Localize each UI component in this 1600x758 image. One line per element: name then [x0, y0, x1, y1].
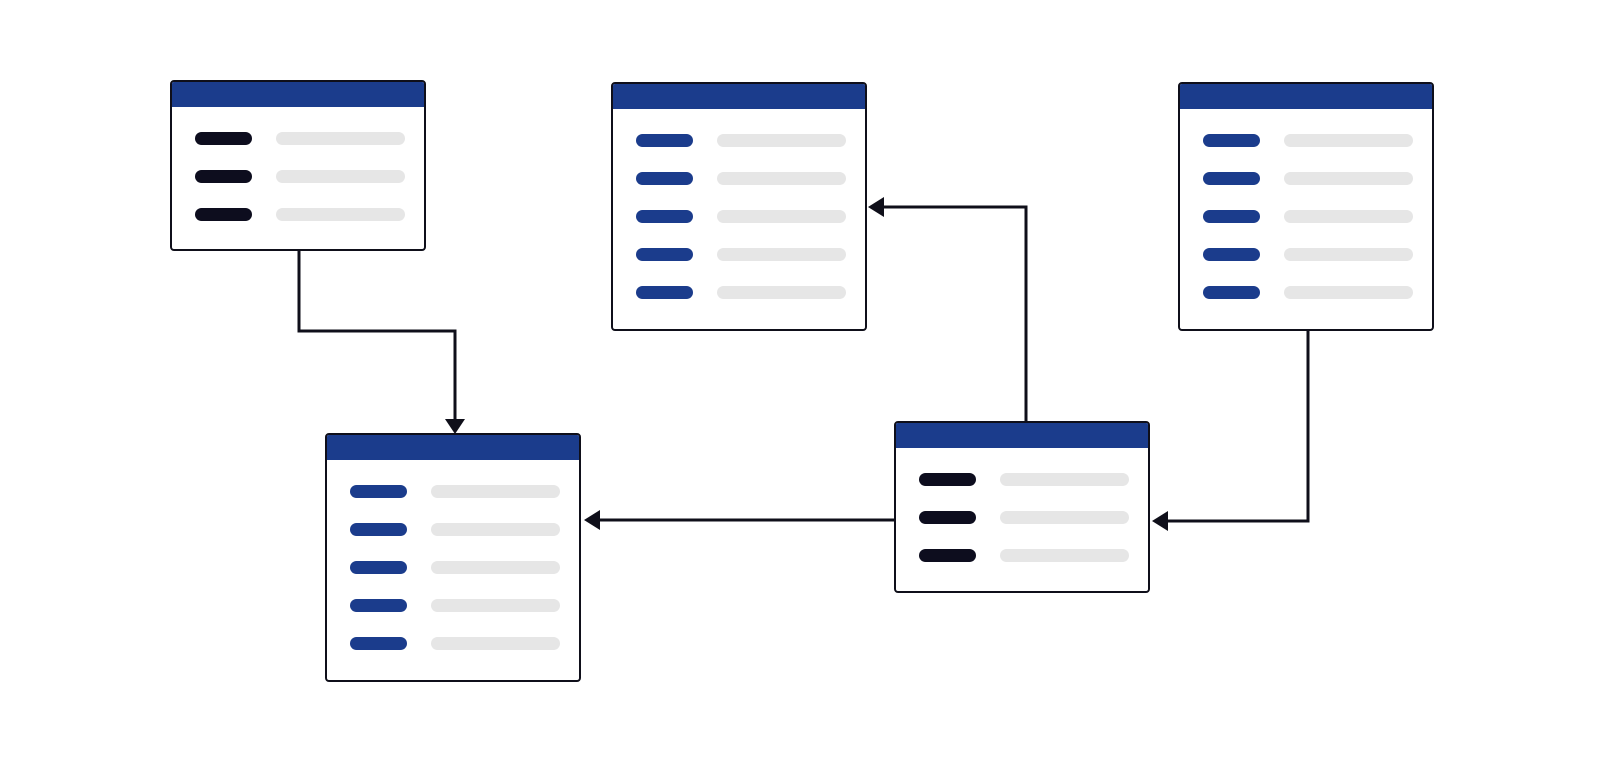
field-key-placeholder: [350, 637, 407, 650]
table-card[interactable]: [611, 82, 867, 331]
table-card[interactable]: [1178, 82, 1434, 331]
table-row: [1203, 134, 1413, 148]
table-row: [1203, 248, 1413, 262]
field-key-placeholder: [919, 473, 976, 486]
field-value-placeholder: [1284, 134, 1413, 147]
field-value-placeholder: [1284, 172, 1413, 185]
field-value-placeholder: [276, 170, 405, 183]
field-value-placeholder: [431, 523, 560, 536]
field-key-placeholder: [195, 170, 252, 183]
field-key-placeholder: [350, 561, 407, 574]
table-row: [195, 208, 405, 222]
arrowhead-icon: [1152, 511, 1168, 531]
field-value-placeholder: [1000, 549, 1129, 562]
field-value-placeholder: [431, 599, 560, 612]
field-key-placeholder: [195, 208, 252, 221]
field-value-placeholder: [1284, 286, 1413, 299]
table-row: [350, 485, 560, 499]
field-key-placeholder: [1203, 210, 1260, 223]
table-row: [1203, 286, 1413, 300]
arrowhead-icon: [445, 419, 465, 434]
table-card[interactable]: [170, 80, 426, 251]
table-card[interactable]: [894, 421, 1150, 593]
field-value-placeholder: [1284, 248, 1413, 261]
table-header: [172, 82, 424, 107]
table-header: [896, 423, 1148, 448]
field-value-placeholder: [717, 286, 846, 299]
table-row: [636, 210, 846, 224]
table-row: [919, 549, 1129, 563]
connector-e-to-b: [868, 197, 1028, 421]
table-row: [636, 248, 846, 262]
field-value-placeholder: [717, 210, 846, 223]
field-key-placeholder: [919, 511, 976, 524]
field-key-placeholder: [350, 523, 407, 536]
field-key-placeholder: [350, 485, 407, 498]
table-row: [1203, 210, 1413, 224]
field-value-placeholder: [1284, 210, 1413, 223]
field-value-placeholder: [1000, 473, 1129, 486]
table-row: [1203, 172, 1413, 186]
field-value-placeholder: [717, 248, 846, 261]
table-row: [195, 132, 405, 146]
field-value-placeholder: [276, 208, 405, 221]
field-value-placeholder: [276, 132, 405, 145]
field-key-placeholder: [636, 134, 693, 147]
field-value-placeholder: [1000, 511, 1129, 524]
field-value-placeholder: [717, 172, 846, 185]
table-row: [350, 599, 560, 613]
table-row: [919, 511, 1129, 525]
table-row: [350, 523, 560, 537]
table-row: [350, 637, 560, 651]
table-row: [350, 561, 560, 575]
field-value-placeholder: [431, 637, 560, 650]
field-value-placeholder: [431, 485, 560, 498]
arrowhead-icon: [584, 510, 600, 530]
field-key-placeholder: [636, 248, 693, 261]
field-value-placeholder: [717, 134, 846, 147]
field-key-placeholder: [636, 210, 693, 223]
field-key-placeholder: [1203, 172, 1260, 185]
field-key-placeholder: [1203, 134, 1260, 147]
field-key-placeholder: [195, 132, 252, 145]
field-key-placeholder: [1203, 248, 1260, 261]
table-header: [1180, 84, 1432, 109]
field-key-placeholder: [636, 286, 693, 299]
table-header: [613, 84, 865, 109]
table-row: [636, 172, 846, 186]
table-header: [327, 435, 579, 460]
connector-c-to-e: [1152, 329, 1310, 531]
field-key-placeholder: [350, 599, 407, 612]
connector-a-to-d: [297, 249, 465, 434]
connector-e-to-d: [584, 510, 896, 530]
arrowhead-icon: [868, 197, 884, 217]
field-key-placeholder: [1203, 286, 1260, 299]
field-key-placeholder: [919, 549, 976, 562]
field-value-placeholder: [431, 561, 560, 574]
table-card[interactable]: [325, 433, 581, 682]
table-row: [195, 170, 405, 184]
table-row: [636, 134, 846, 148]
table-row: [919, 473, 1129, 487]
table-row: [636, 286, 846, 300]
field-key-placeholder: [636, 172, 693, 185]
